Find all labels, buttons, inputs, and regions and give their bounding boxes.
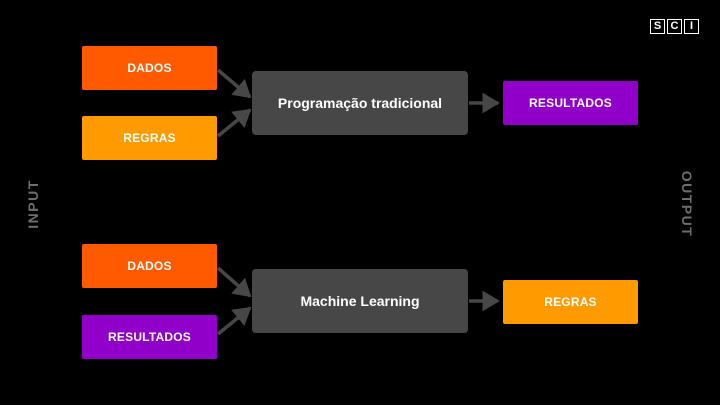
bottom-output-regras-box: REGRAS	[503, 280, 638, 324]
output-side-label: OUTPUT	[679, 170, 695, 238]
arrow-bottom-dados-to-process	[216, 266, 252, 298]
top-output-resultados-box: RESULTADOS	[503, 81, 638, 125]
logo-letter-i: I	[684, 19, 699, 34]
arrow-top-dados-to-process	[216, 68, 252, 99]
top-process-box: Programação tradicional	[252, 71, 468, 135]
bottom-input-dados-box: DADOS	[82, 244, 217, 288]
bottom-input-resultados-box: RESULTADOS	[82, 315, 217, 359]
top-input-regras-box: REGRAS	[82, 116, 217, 160]
bottom-process-box: Machine Learning	[252, 269, 468, 333]
input-side-label: INPUT	[25, 179, 41, 229]
arrow-bottom-resultados-to-process	[216, 306, 252, 336]
logo-letter-s: S	[650, 19, 665, 34]
arrow-top-regras-to-process	[216, 108, 252, 138]
logo-letter-c: C	[667, 19, 682, 34]
sci-logo: S C I	[650, 19, 699, 34]
top-input-dados-box: DADOS	[82, 46, 217, 90]
